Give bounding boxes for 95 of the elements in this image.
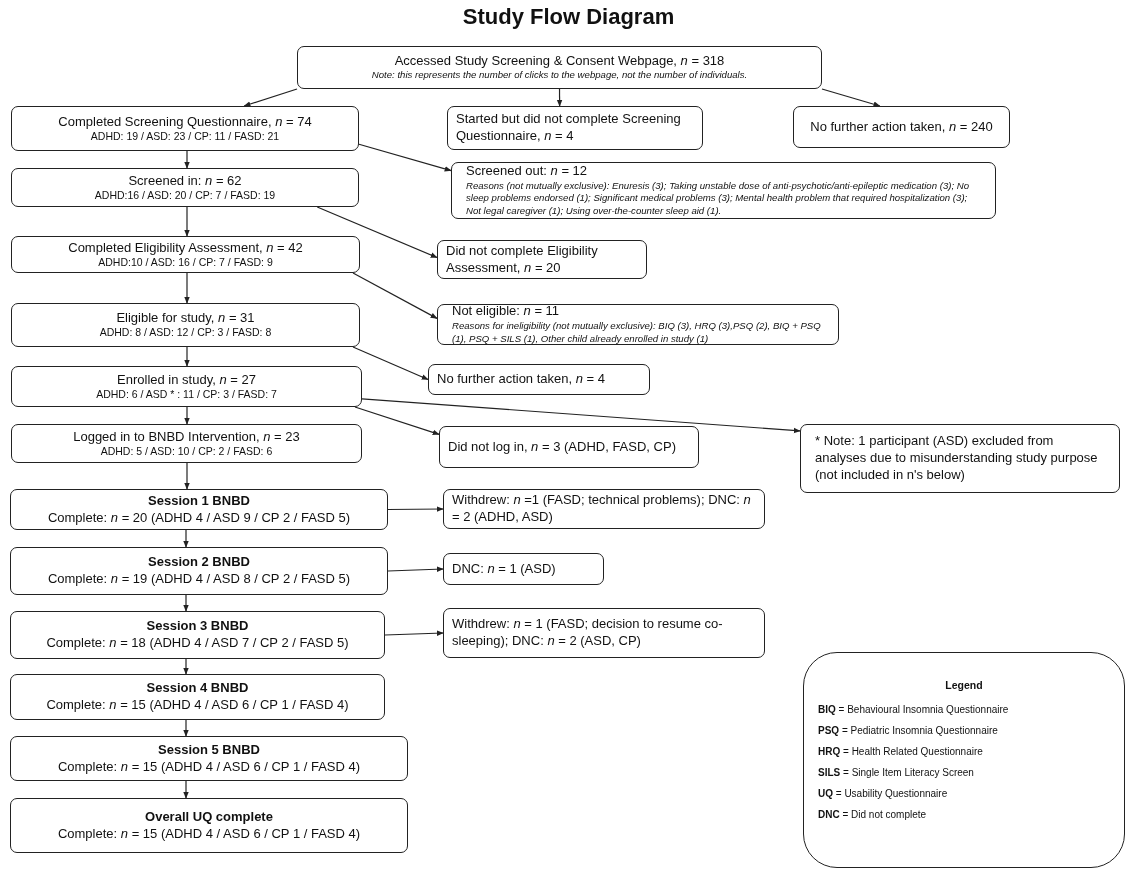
arrow	[184, 346, 190, 367]
flow-box	[447, 106, 703, 150]
flow-box	[10, 489, 388, 530]
node-text: Logged in to BNBD Intervention, n = 23	[72, 428, 301, 445]
arrow	[361, 398, 801, 434]
node-text: No further action taken, n = 4	[437, 371, 607, 388]
flow-box	[10, 547, 388, 595]
flow-box	[437, 304, 839, 345]
legend-entry: BIQ = Behavioural Insomnia Questionnaire	[818, 703, 1010, 716]
node-text: * Note: 1 participant (ASD) excluded from analyses due to misunderstanding study purpose (not included in n's below)	[815, 433, 1099, 484]
node-text: Did not log in, n = 3 (ADHD, FASD, CP)	[448, 438, 677, 456]
reasons-text: Reasons for ineligibility (not mutually exclusive): BIQ (3), HRQ (3),PSQ (2), BIQ + PSQ (1), PSQ + SILS (1), Other child already enrolled in study (1)	[452, 320, 822, 346]
flow-box	[10, 736, 408, 781]
legend-entry: SILS = Single Item Literacy Screen	[818, 766, 975, 779]
flow-box	[443, 489, 765, 529]
legend-entry: PSQ = Pediatric Insomnia Questionnaire	[818, 724, 999, 737]
node-text: Withdrew: n =1 (FASD; technical problems); DNC: n = 2 (ADHD, ASD)	[452, 492, 752, 526]
arrow	[184, 462, 190, 490]
node-text: Complete: n = 15 (ADHD 4 / ASD 6 / CP 1 / FASD 4)	[56, 758, 362, 776]
node-text: Withdrew: n = 1 (FASD; decision to resume co-sleeping); DNC: n = 2 (ASD, CP)	[452, 616, 724, 650]
flow-box	[11, 236, 360, 273]
arrow	[387, 506, 444, 512]
node-text: Not eligible: n = 11	[452, 303, 561, 320]
flow-box	[11, 424, 362, 463]
arrow	[183, 780, 189, 799]
session-heading: Session 3 BNBD	[145, 618, 250, 636]
legend-heading: Legend	[944, 679, 984, 691]
arrow	[556, 88, 563, 107]
flow-box	[297, 46, 822, 89]
flow-box	[793, 106, 1010, 148]
session-heading: Session 2 BNBD	[147, 554, 251, 572]
node-text: Screened out: n = 12	[466, 162, 589, 180]
flow-box	[443, 553, 604, 585]
node-text: Completed Eligibility Assessment, n = 42	[67, 239, 304, 256]
arrow	[354, 406, 440, 436]
session-heading: Session 5 BNBD	[157, 741, 261, 759]
arrow	[387, 566, 444, 573]
arrow	[821, 88, 881, 107]
arrow	[358, 143, 452, 172]
session-heading: Overall UQ complete	[144, 808, 274, 826]
node-text: Eligible for study, n = 31	[115, 310, 256, 327]
flow-box	[443, 608, 765, 658]
node-text: No further action taken, n = 240	[809, 118, 994, 136]
node-text: Complete: n = 15 (ADHD 4 / ASD 6 / CP 1 / FASD 4)	[45, 697, 350, 714]
flow-box	[11, 303, 360, 347]
node-text: Complete: n = 15 (ADHD 4 / ASD 6 / CP 1 / FASD 4)	[56, 825, 362, 843]
arrow	[183, 529, 189, 548]
flow-box	[11, 168, 359, 207]
node-text: Started but did not complete Screening Questionnaire, n = 4	[456, 111, 682, 145]
legend-entry: UQ = Usability Questionnaire	[818, 787, 949, 800]
node-text: Screened in: n = 62	[127, 172, 243, 189]
flow-box	[428, 364, 650, 395]
legend-entry: HRQ = Health Related Questionnaire	[818, 745, 984, 758]
node-text: Complete: n = 19 (ADHD 4 / ASD 8 / CP 2 / FASD 5)	[46, 571, 352, 588]
arrow	[184, 206, 190, 237]
flow-box	[10, 611, 385, 659]
flow-box	[10, 674, 385, 720]
node-text: Enrolled in study, n = 27	[116, 371, 257, 388]
node-text: Accessed Study Screening & Consent Webpage, n = 318	[393, 53, 726, 70]
legend-entry: DNC = Did not complete	[818, 808, 928, 821]
arrow	[352, 346, 429, 381]
node-text: Completed Screening Questionnaire, n = 74	[57, 113, 313, 130]
group-counts: ADHD: 5 / ASD: 10 / CP: 2 / FASD: 6	[99, 444, 274, 459]
group-counts: ADHD: 8 / ASD: 12 / CP: 3 / FASD: 8	[98, 326, 273, 340]
group-counts: ADHD:16 / ASD: 20 / CP: 7 / FASD: 19	[93, 188, 277, 203]
arrow	[184, 150, 190, 169]
arrow	[316, 206, 438, 259]
note-text: Note: this represents the number of clicks to the webpage, not the number of individuals.	[370, 69, 749, 82]
arrow	[184, 272, 190, 304]
arrow	[384, 630, 444, 636]
flow-box	[11, 106, 359, 151]
group-counts: ADHD: 6 / ASD * : 11 / CP: 3 / FASD: 7	[95, 387, 278, 402]
arrow	[183, 594, 189, 612]
flow-box	[800, 424, 1120, 493]
flow-box	[10, 798, 408, 853]
node-text: Complete: n = 20 (ADHD 4 / ASD 9 / CP 2 / FASD 5)	[46, 509, 352, 527]
legend-box	[803, 652, 1125, 868]
group-counts: ADHD:10 / ASD: 16 / CP: 7 / FASD: 9	[97, 255, 274, 270]
arrow	[184, 406, 190, 425]
group-counts: ADHD: 19 / ASD: 23 / CP: 11 / FASD: 21	[89, 129, 281, 144]
arrow	[352, 272, 438, 319]
node-text: DNC: n = 1 (ASD)	[452, 560, 557, 578]
session-heading: Session 4 BNBD	[145, 680, 250, 698]
flow-box	[451, 162, 996, 219]
node-text: Did not complete Eligibility Assessment, n = 20	[446, 242, 599, 277]
node-text: Complete: n = 18 (ADHD 4 / ASD 7 / CP 2 / FASD 5)	[45, 635, 350, 652]
diagram-title: Study Flow Diagram	[461, 4, 676, 30]
arrow	[183, 719, 189, 737]
flow-box	[437, 240, 647, 279]
reasons-text: Reasons (not mutually exclusive): Enuresis (3); Taking unstable dose of anti-psychotic/anti-epileptic medication (3); No sleep problems endorsed (1); Significant medical problems (3); Mental health problem that required hospitalization (3); Not legal caregiver (1); Using over-the-counter sleep aid (1).	[466, 179, 971, 219]
flow-box	[11, 366, 362, 407]
arrow	[243, 88, 298, 107]
arrow	[183, 658, 189, 675]
session-heading: Session 1 BNBD	[147, 492, 251, 510]
flow-box	[439, 426, 699, 468]
